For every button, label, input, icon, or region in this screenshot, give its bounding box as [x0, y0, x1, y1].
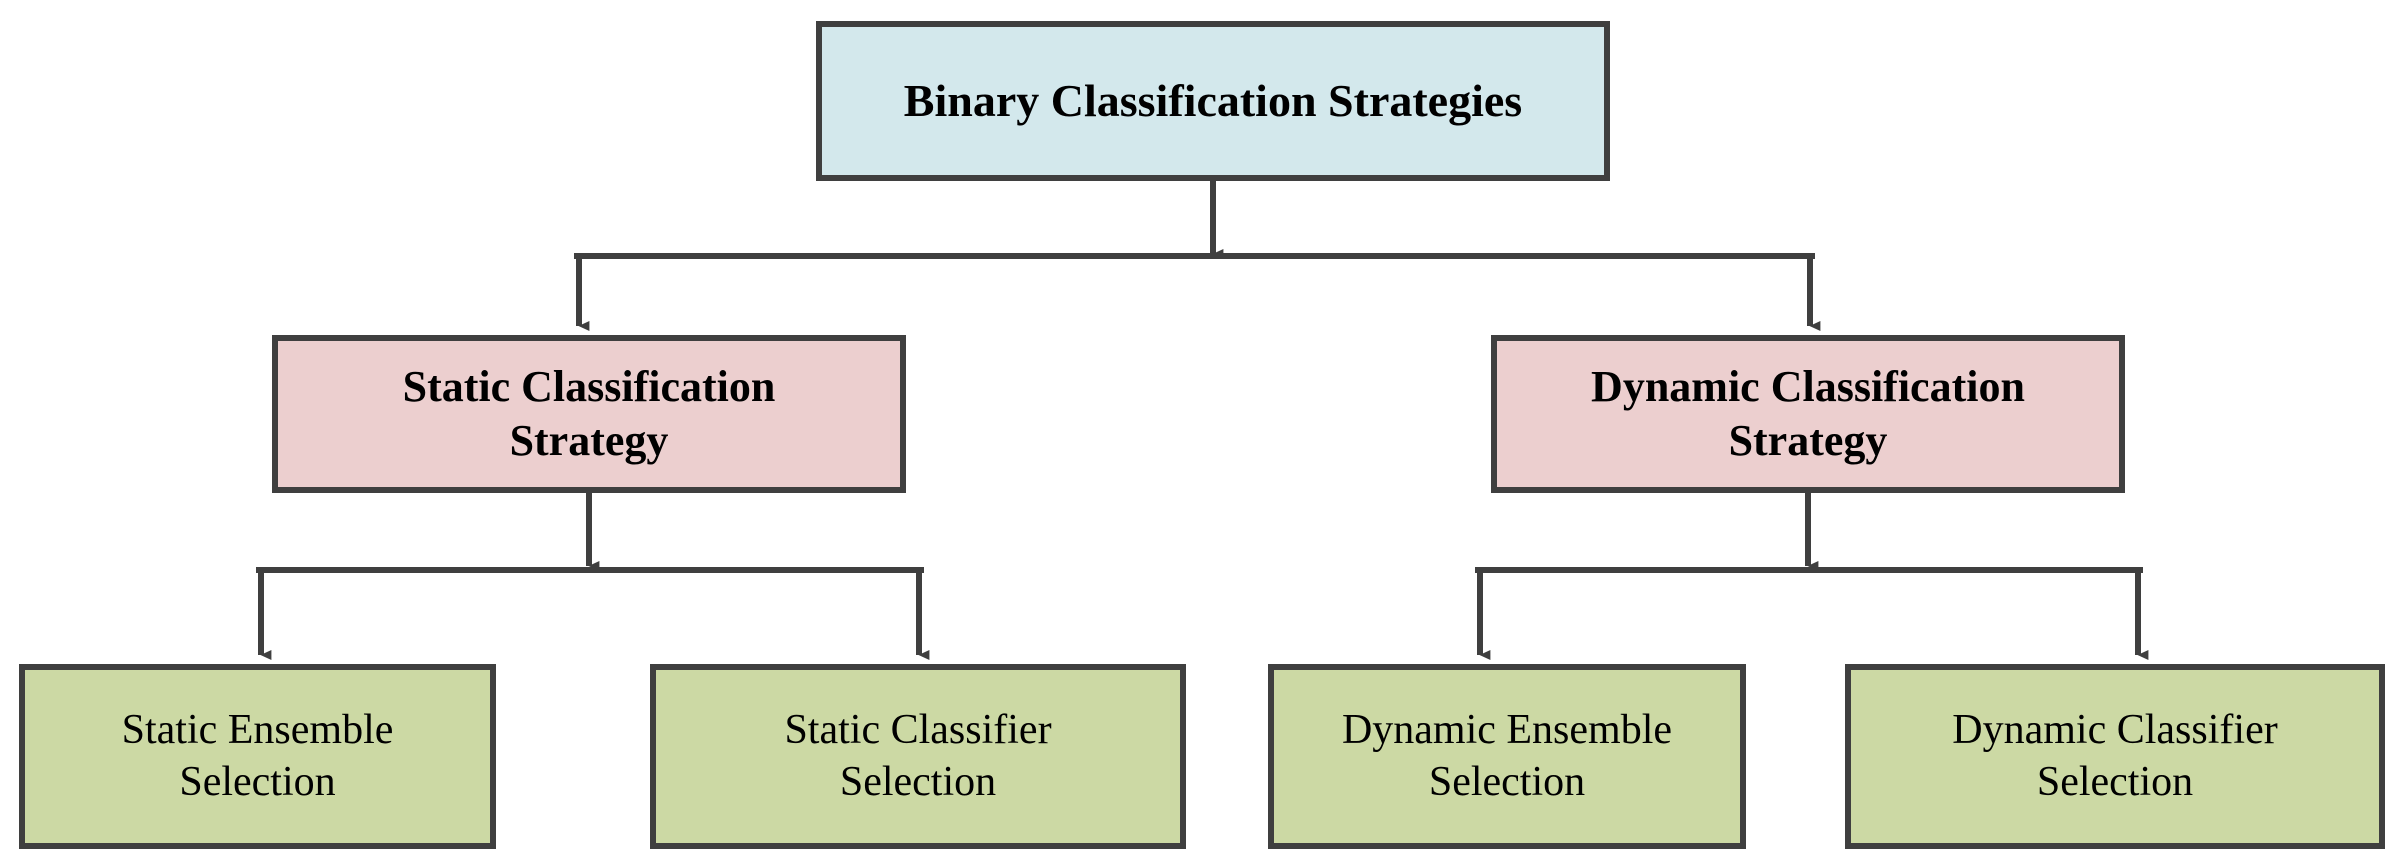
node-label: Static Classifier Selection — [784, 707, 1052, 805]
node-dynamic-ensemble-selection[interactable]: Dynamic Ensemble Selection — [1268, 664, 1746, 849]
node-label: Static Classification Strategy — [402, 362, 776, 465]
edge-bar-to-static-leaves — [256, 567, 930, 660]
edge-bar-to-dynamic-leaves — [1475, 567, 2149, 660]
node-dynamic-classification-strategy[interactable]: Dynamic Classification Strategy — [1491, 335, 2125, 493]
node-dynamic-classifier-selection[interactable]: Dynamic Classifier Selection — [1845, 664, 2385, 849]
node-binary-classification-strategies[interactable]: Binary Classification Strategies — [816, 21, 1610, 181]
node-label: Dynamic Classifier Selection — [1952, 707, 2278, 805]
node-label: Binary Classification Strategies — [903, 74, 1523, 126]
node-label: Dynamic Classification Strategy — [1591, 362, 2025, 465]
node-label: Static Ensemble Selection — [121, 707, 394, 805]
node-static-classification-strategy[interactable]: Static Classification Strategy — [272, 335, 906, 493]
node-static-classifier-selection[interactable]: Static Classifier Selection — [650, 664, 1186, 849]
edge-bar-to-branches — [574, 253, 1821, 331]
node-label: Dynamic Ensemble Selection — [1341, 707, 1673, 805]
node-static-ensemble-selection[interactable]: Static Ensemble Selection — [19, 664, 496, 849]
